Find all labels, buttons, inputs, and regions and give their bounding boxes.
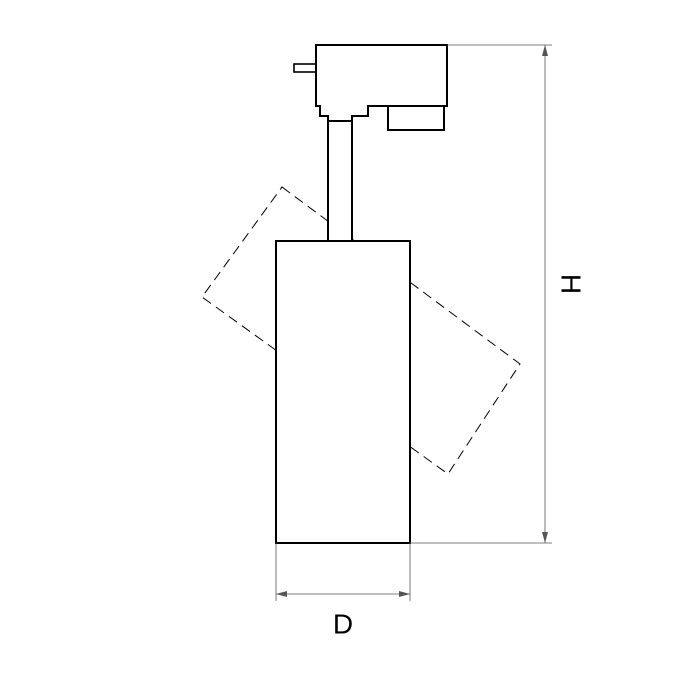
height-arrow-bottom	[542, 532, 548, 543]
diameter-arrow-left	[276, 591, 287, 597]
lamp-body	[275, 240, 411, 544]
tilted-body-outline	[201, 186, 521, 475]
diameter-arrow-right	[399, 591, 410, 597]
height-arrow-top	[542, 45, 548, 56]
diameter-label: D	[333, 608, 353, 639]
height-label: H	[556, 274, 587, 294]
stem	[327, 120, 353, 242]
adapter-pin	[293, 63, 317, 73]
adapter-connector	[387, 105, 445, 131]
